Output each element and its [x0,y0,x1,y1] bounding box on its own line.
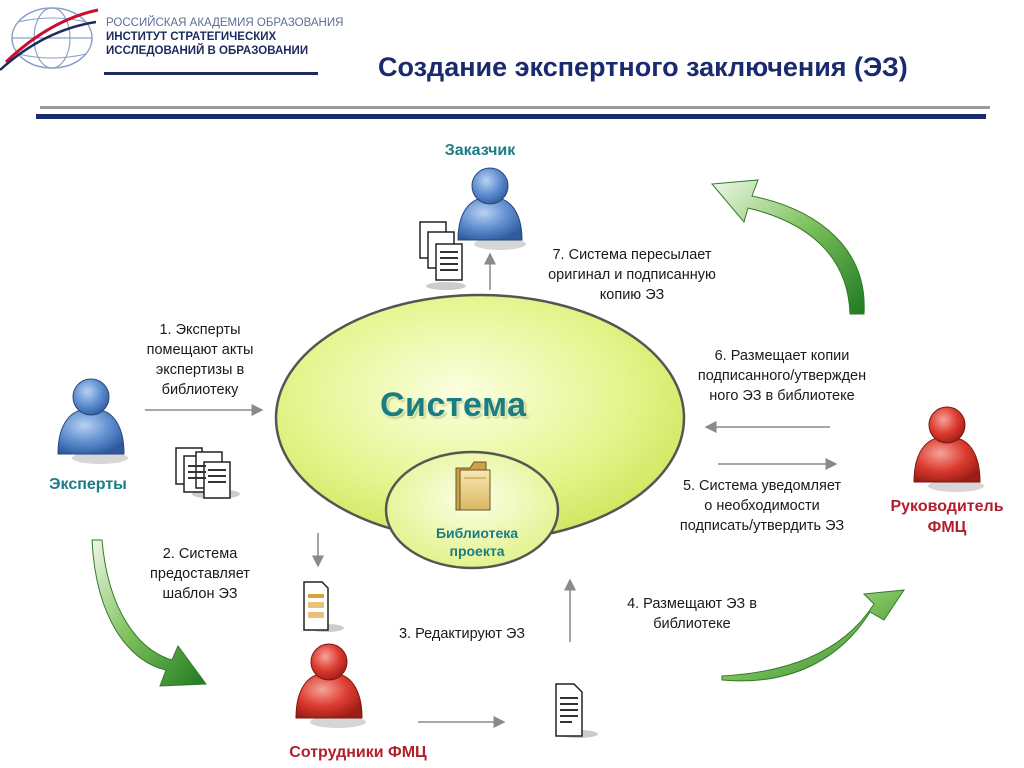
step-1-line-1: 1. Эксперты [159,322,241,338]
manager-label: Руководитель ФМЦ [870,496,1024,538]
step-5-note: 5. Система уведомляет о необходимости по… [662,476,862,536]
customer-label: Заказчик [444,142,516,159]
library-label-line-1: Библиотека [435,525,519,541]
org-name: РОССИЙСКАЯ АКАДЕМИЯ ОБРАЗОВАНИЯ ИНСТИТУТ… [106,16,343,58]
library-label: Библиотека проекта [412,524,542,560]
staff-label: Сотрудники ФМЦ [289,744,427,761]
step-1-line-3: экспертизы в [155,362,245,378]
template-document-icon [303,581,344,632]
step-6-line-3: ного ЭЗ в библиотеке [709,388,855,404]
step-7-note: 7. Система пересылает оригинал и подписа… [522,245,742,305]
step-1-line-4: библиотеку [161,382,239,398]
green-arrow-top-right [710,179,865,315]
step-5-line-1: 5. Система уведомляет [682,478,842,494]
step-7-line-2: оригинал и подписанную [548,267,716,283]
step-7-line-3: копию ЭЗ [599,287,665,303]
experts-label: Эксперты [49,476,127,493]
org-line-1: РОССИЙСКАЯ АКАДЕМИЯ ОБРАЗОВАНИЯ [106,17,344,29]
staff-person-icon [295,643,366,728]
step-1-note: 1. Эксперты помещают акты экспертизы в б… [120,320,280,400]
manager-label-line-1: Руководитель [890,498,1004,515]
step-4-line-1: 4. Размещают ЭЗ в [627,596,757,612]
green-arrow-bottom-right [721,589,906,682]
logo-underline [104,72,318,75]
customer-person-icon [457,167,526,250]
edited-document-icon [555,683,598,738]
document-stack-experts-icon [175,447,240,499]
step-2-line-3: шаблон ЭЗ [162,586,238,602]
step-7-line-1: 7. Система пересылает [552,247,712,263]
page-title: Создание экспертного заключения (ЭЗ) [378,52,908,82]
system-label: Система [380,386,527,424]
step-1-line-2: помещают акты [146,342,254,358]
step-2-note: 2. Система предоставляет шаблон ЭЗ [120,544,280,604]
step-6-note: 6. Размещает копии подписанного/утвержде… [676,346,888,406]
step-6-line-1: 6. Размещает копии [714,348,850,364]
green-arrow-bottom-left [91,539,207,687]
step-3-note: 3. Редактируют ЭЗ [372,624,552,644]
step-5-line-2: о необходимости [704,498,820,514]
title-separator-blue [36,114,986,119]
manager-label-line-2: ФМЦ [927,519,967,536]
manager-person-icon [913,406,984,492]
step-5-line-3: подписать/утвердить ЭЗ [679,518,845,534]
step-6-line-2: подписанного/утвержден [697,368,867,384]
step-4-line-2: библиотеке [653,616,731,632]
org-line-2: ИНСТИТУТ СТРАТЕГИЧЕСКИХ [106,31,277,43]
experts-person-icon [57,378,128,464]
step-2-line-1: 2. Система [162,546,238,562]
org-line-3: ИССЛЕДОВАНИЙ В ОБРАЗОВАНИИ [106,45,309,57]
step-3-line-1: 3. Редактируют ЭЗ [398,626,526,642]
library-label-line-2: проекта [449,543,505,559]
step-4-note: 4. Размещают ЭЗ в библиотеке [602,594,782,634]
folder-icon [455,461,491,511]
document-stack-customer-icon [419,221,466,290]
logo-globe-icon [0,7,99,71]
title-separator-gray [40,106,990,109]
step-2-line-2: предоставляет [150,566,250,582]
